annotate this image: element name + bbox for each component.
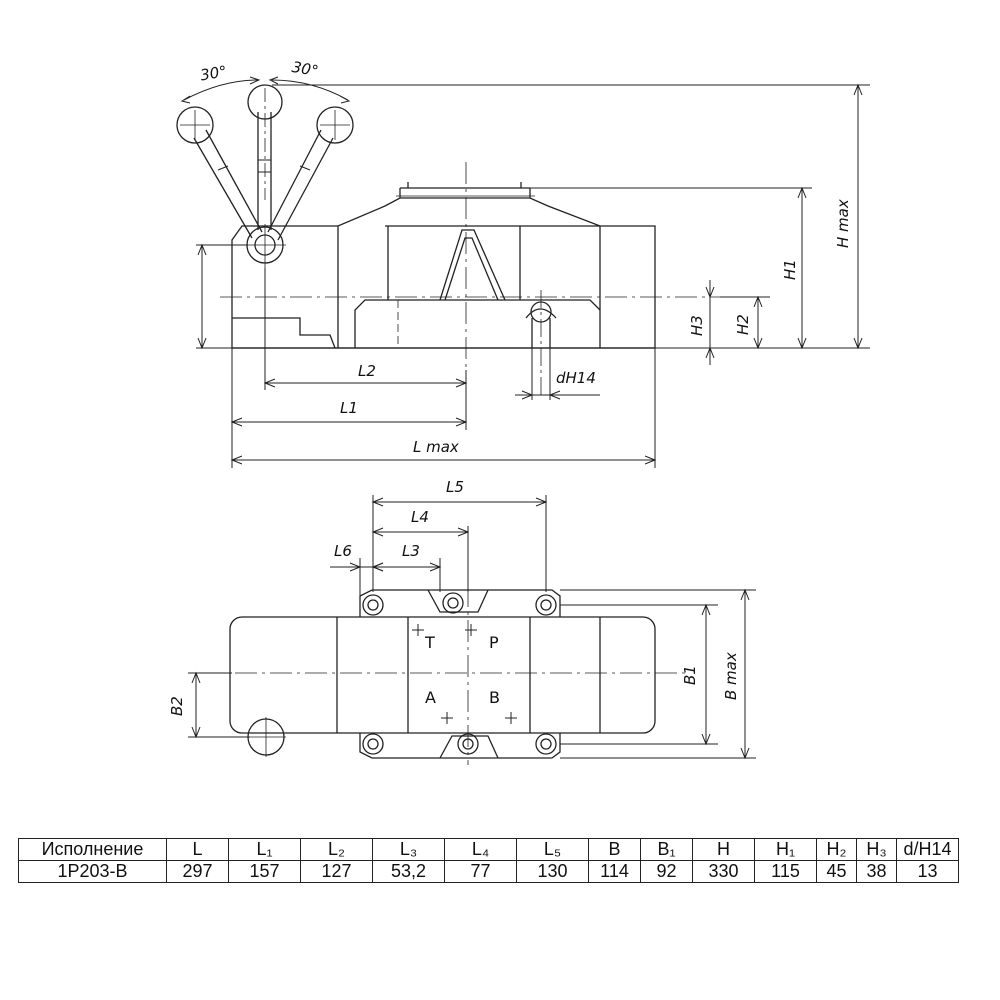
d-h14-label: dH14 bbox=[556, 369, 596, 387]
table-header-cell: H₁ bbox=[754, 838, 817, 861]
table-header-cell: L₃ bbox=[372, 838, 445, 861]
h3-label: H3 bbox=[688, 315, 706, 336]
table-header-cell: L₂ bbox=[300, 838, 373, 861]
valve-body-top bbox=[200, 585, 690, 765]
table-cell: 115 bbox=[754, 860, 817, 883]
technical-drawing: 30° 30° H max H1 H2 H3 dH14 L2 L1 L max bbox=[168, 58, 1000, 800]
port-a-label: A bbox=[425, 688, 436, 707]
l1-side-label: L1 bbox=[340, 399, 358, 417]
table-header-cell: B bbox=[588, 838, 641, 861]
table-header-cell: Исполнение bbox=[18, 838, 167, 861]
port-t-label: T bbox=[424, 633, 435, 652]
top-view: L5 L4 L6 L3 B1 B max B2 T P A B bbox=[168, 478, 756, 765]
h2-label: H2 bbox=[734, 314, 752, 335]
lever-assembly bbox=[177, 77, 353, 268]
b1-label: B1 bbox=[681, 665, 699, 685]
b2-label: B2 bbox=[168, 696, 186, 716]
l4-label: L4 bbox=[411, 508, 429, 526]
table-header-cell: L₅ bbox=[516, 838, 589, 861]
side-view-dimensions bbox=[196, 85, 870, 468]
table-cell: 157 bbox=[228, 860, 301, 883]
b-max-label: B max bbox=[722, 652, 740, 700]
side-view: 30° 30° H max H1 H2 H3 dH14 L2 L1 L max bbox=[177, 58, 870, 468]
table-cell: 77 bbox=[444, 860, 517, 883]
table-cell: 114 bbox=[588, 860, 641, 883]
l2-side-label: L2 bbox=[358, 362, 376, 380]
port-b-label: B bbox=[489, 688, 500, 707]
l3-label: L3 bbox=[402, 542, 420, 560]
table-cell: 297 bbox=[166, 860, 229, 883]
table-cell: 13 bbox=[896, 860, 959, 883]
table-cell: 127 bbox=[300, 860, 373, 883]
table-cell: 330 bbox=[692, 860, 755, 883]
h1-label: H1 bbox=[781, 259, 799, 280]
table-cell: 38 bbox=[856, 860, 897, 883]
l-max-label: L max bbox=[413, 438, 459, 456]
h-max-label: H max bbox=[834, 199, 852, 248]
angle-left-label: 30° bbox=[199, 62, 228, 84]
angle-right-label: 30° bbox=[290, 58, 319, 80]
table-header-cell: d/H14 bbox=[896, 838, 959, 861]
table-header-cell: L bbox=[166, 838, 229, 861]
table-header-cell: H₃ bbox=[856, 838, 897, 861]
table-cell: 45 bbox=[816, 860, 857, 883]
top-view-dimensions bbox=[188, 495, 756, 758]
l6-label: L6 bbox=[334, 542, 352, 560]
table-cell: 1P203-B bbox=[18, 860, 167, 883]
table-header-cell: H₂ bbox=[816, 838, 857, 861]
table-header-cell: B₁ bbox=[640, 838, 693, 861]
table-header-cell: H bbox=[692, 838, 755, 861]
port-p-label: P bbox=[489, 633, 499, 652]
table-cell: 130 bbox=[516, 860, 589, 883]
valve-body-side bbox=[220, 162, 720, 395]
l5-label: L5 bbox=[446, 478, 464, 496]
table-cell: 53,2 bbox=[372, 860, 445, 883]
table-header-cell: L₁ bbox=[228, 838, 301, 861]
table-cell: 92 bbox=[640, 860, 693, 883]
table-header-cell: L₄ bbox=[444, 838, 517, 861]
